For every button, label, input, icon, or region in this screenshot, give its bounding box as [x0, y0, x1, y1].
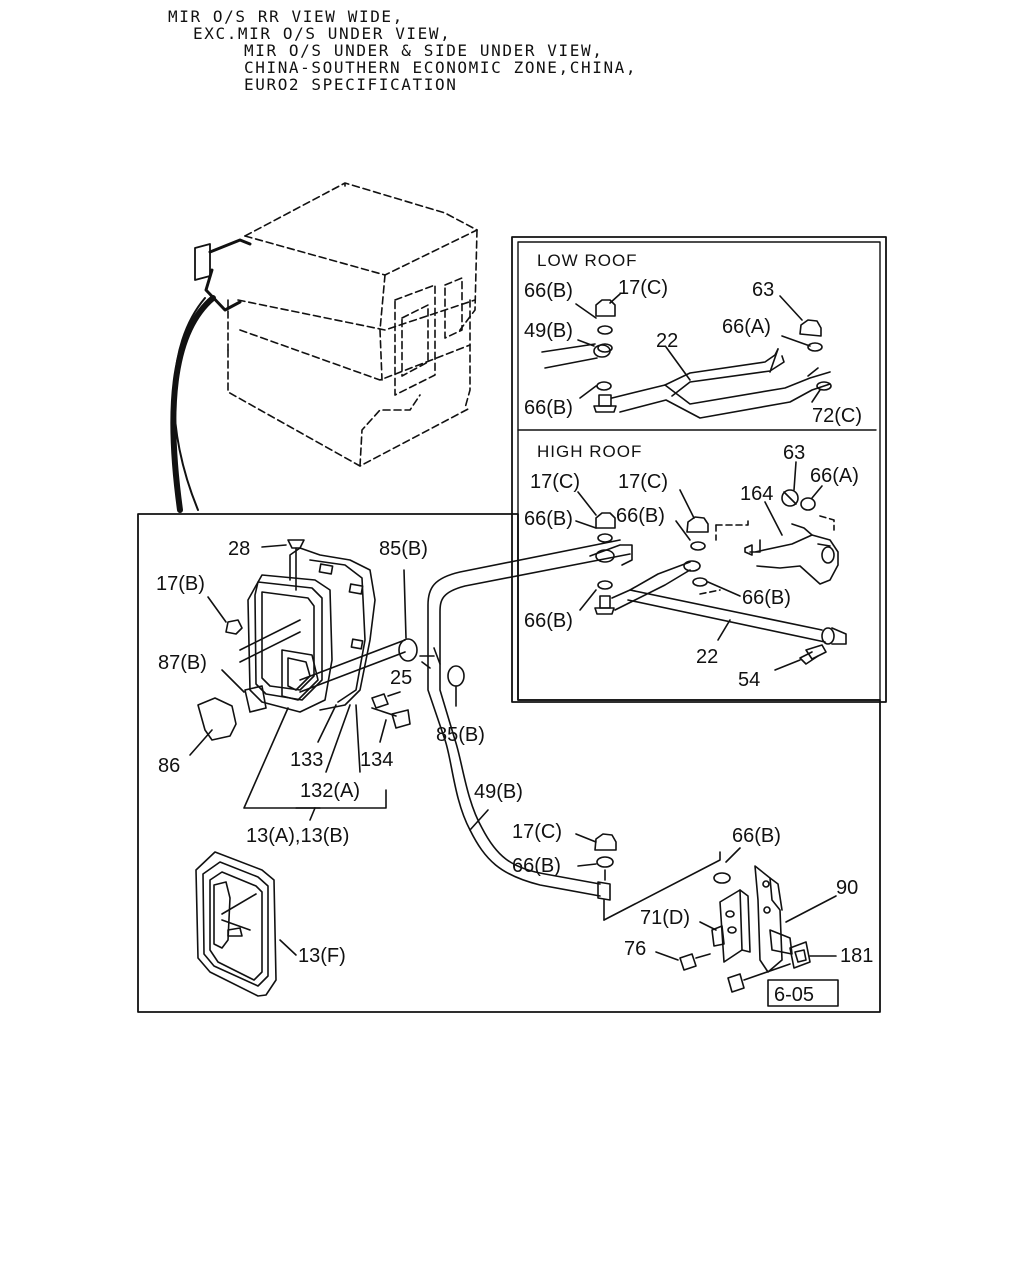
label-66a: 66(A) [722, 316, 771, 338]
label-134: 134 [360, 749, 393, 771]
label-133: 133 [290, 749, 323, 771]
mirror-13f [195, 851, 277, 997]
reference-box [767, 979, 839, 1007]
label-66b: 66(B) [512, 855, 561, 877]
label-63: 63 [752, 279, 774, 301]
label-13a-13b: 13(A),13(B) [246, 825, 349, 847]
label-66b: 66(B) [524, 280, 573, 302]
mounting-brackets [279, 865, 837, 993]
label-164: 164 [740, 483, 773, 505]
label-86: 86 [158, 755, 180, 777]
label-22: 22 [696, 646, 718, 668]
low-roof-title: LOW ROOF [537, 251, 638, 270]
label-17c: 17(C) [618, 471, 668, 493]
header-line-4: CHINA-SOUTHERN ECONOMIC ZONE,CHINA, [244, 58, 638, 77]
frames [137, 236, 887, 1013]
label-49b: 49(B) [524, 320, 573, 342]
label-181: 181 [840, 945, 873, 967]
label-66a: 66(A) [810, 465, 859, 487]
header-line-2: EXC.MIR O/S UNDER VIEW, [193, 24, 452, 43]
label-85b: 85(B) [436, 724, 485, 746]
label-17c: 17(C) [512, 821, 562, 843]
label-85b: 85(B) [379, 538, 428, 560]
reference-label: 6-05 [774, 984, 814, 1006]
label-132a: 132(A) [300, 780, 360, 802]
label-17b: 17(B) [156, 573, 205, 595]
label-90: 90 [836, 877, 858, 899]
header-line-1: MIR O/S RR VIEW WIDE, [168, 7, 404, 26]
label-13f: 13(F) [298, 945, 346, 967]
cab-illustration [170, 182, 478, 513]
label-71d: 71(D) [640, 907, 690, 929]
label-25: 25 [390, 667, 412, 689]
label-66b: 66(B) [524, 610, 573, 632]
label-66b: 66(B) [524, 508, 573, 530]
header-line-5: EURO2 SPECIFICATION [244, 75, 458, 94]
label-66b: 66(B) [524, 397, 573, 419]
label-17c: 17(C) [530, 471, 580, 493]
label-87b: 87(B) [158, 652, 207, 674]
mirror-assembly [189, 539, 465, 821]
label-54: 54 [738, 669, 760, 691]
label-66b: 66(B) [616, 505, 665, 527]
label-76: 76 [624, 938, 646, 960]
label-63: 63 [783, 442, 805, 464]
label-72c: 72(C) [812, 405, 862, 427]
high-roof-parts [575, 461, 847, 671]
header-line-3: MIR O/S UNDER & SIDE UNDER VIEW, [244, 41, 604, 60]
label-66b: 66(B) [732, 825, 781, 847]
label-66b: 66(B) [742, 587, 791, 609]
low-roof-parts [541, 293, 832, 419]
label-22: 22 [656, 330, 678, 352]
label-28: 28 [228, 538, 250, 560]
stay-arm [419, 539, 741, 921]
label-17c: 17(C) [618, 277, 668, 299]
label-49b: 49(B) [474, 781, 523, 803]
high-roof-title: HIGH ROOF [537, 442, 642, 461]
